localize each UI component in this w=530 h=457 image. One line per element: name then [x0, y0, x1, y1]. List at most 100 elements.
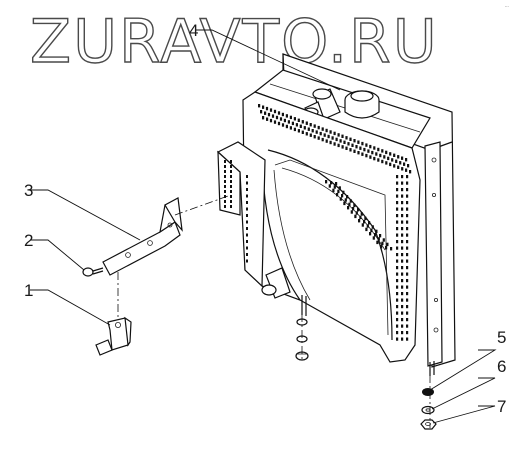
fin-mark [357, 140, 360, 144]
fin-mark [363, 220, 366, 224]
fin-mark [401, 167, 404, 171]
fin-mark [406, 331, 409, 335]
fin-mark [361, 141, 364, 146]
fin-mark [369, 155, 372, 159]
fin-mark [336, 193, 339, 197]
fin-mark [396, 318, 399, 322]
fin-mark [273, 109, 277, 114]
fin-mark [379, 234, 382, 238]
fin-mark [396, 233, 399, 237]
fin-mark [325, 139, 328, 143]
cushion-part-5 [422, 388, 434, 396]
fin-mark [403, 162, 406, 166]
fin-mark [401, 266, 404, 270]
bracket-lower-part-1 [95, 316, 132, 356]
fin-mark [374, 233, 377, 237]
fin-mark [396, 220, 399, 224]
fin-mark [396, 285, 399, 289]
fin-mark [309, 133, 312, 137]
fin-mark [401, 311, 404, 315]
fin-mark [364, 216, 367, 221]
callout-leaders [30, 29, 497, 424]
fin-mark [230, 200, 232, 203]
fin-mark [311, 129, 314, 133]
fin-mark [401, 305, 404, 309]
fin-mark [333, 185, 336, 189]
fin-mark [377, 237, 380, 241]
fin-mark [359, 146, 362, 150]
fin-mark [224, 175, 226, 178]
fin-mark [406, 194, 409, 198]
radiator-body [216, 53, 456, 376]
fin-mark [289, 126, 292, 130]
fin-mark [399, 161, 402, 165]
fin-mark [396, 279, 399, 283]
fin-mark [327, 134, 330, 139]
callout-6: 6 [497, 357, 506, 376]
fin-mark [406, 311, 409, 315]
fin-mark [371, 150, 374, 155]
fin-mark [355, 145, 358, 149]
fin-mark [313, 135, 316, 139]
fin-mark [341, 145, 344, 149]
fin-mark [328, 184, 331, 188]
fin-mark [390, 247, 393, 251]
fin-mark [365, 143, 368, 147]
fin-mark [406, 220, 409, 224]
fin-mark [246, 214, 248, 217]
fin-mark [401, 279, 404, 283]
fin-mark [377, 158, 380, 162]
fin-mark [246, 181, 248, 185]
fin-mark [396, 292, 399, 296]
fin-mark [352, 207, 355, 211]
fin-mark [309, 123, 312, 127]
fin-mark [401, 272, 404, 276]
fin-mark [333, 131, 336, 136]
fin-mark [341, 134, 344, 138]
fin-mark [396, 240, 399, 244]
fin-mark [396, 181, 399, 185]
fin-mark [307, 127, 310, 131]
fin-mark [396, 214, 399, 218]
fin-mark [347, 206, 350, 210]
fin-mark [369, 144, 372, 149]
fin-mark [401, 285, 404, 289]
fin-mark [360, 212, 363, 216]
fin-mark [406, 207, 409, 211]
fin-mark [246, 246, 248, 250]
fin-mark [338, 186, 341, 190]
fin-mark [401, 214, 404, 218]
fin-mark [391, 158, 394, 162]
fin-mark [406, 201, 409, 205]
fin-mark [224, 195, 226, 198]
fin-mark [246, 253, 248, 256]
fin-mark [406, 253, 409, 257]
fin-mark [333, 142, 336, 146]
fin-mark [358, 219, 361, 223]
fin-mark [406, 337, 409, 341]
fin-mark [343, 140, 346, 144]
fin-mark [389, 152, 392, 156]
fin-mark [246, 259, 248, 263]
fin-mark [246, 220, 248, 224]
watermark-text: ZURAVTO.RU [30, 7, 439, 77]
fin-mark [409, 170, 412, 174]
fin-mark [406, 305, 409, 309]
fin-mark [323, 133, 326, 137]
fin-mark [385, 161, 388, 165]
fin-mark [361, 152, 364, 156]
fin-mark [401, 331, 404, 335]
fin-mark [301, 120, 304, 124]
fin-mark [299, 124, 302, 128]
fin-mark [329, 140, 332, 145]
fin-mark [354, 214, 357, 219]
fin-mark [370, 228, 373, 233]
fin-mark [361, 223, 364, 227]
fin-mark [335, 137, 338, 142]
fin-mark [381, 241, 384, 246]
fin-mark [246, 175, 248, 178]
fin-mark [407, 164, 410, 168]
fin-mark [366, 224, 369, 228]
fin-mark [277, 121, 281, 126]
fin-mark [246, 207, 248, 211]
